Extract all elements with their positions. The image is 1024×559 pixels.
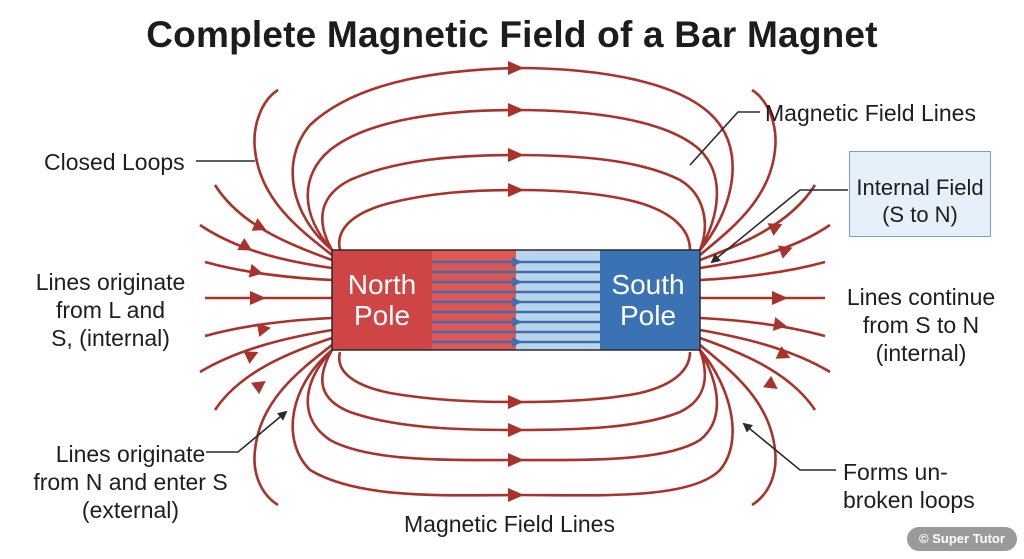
- field-loop-top-1b: [514, 66, 734, 251]
- arrow-axis-left: [250, 291, 266, 305]
- field-loop-top-2: [306, 108, 719, 251]
- label-field-lines-bottom: Magnetic Field Lines: [404, 511, 615, 537]
- arrow-bottom-3: [508, 423, 524, 437]
- arrow-left-c: [248, 263, 263, 278]
- label-right-middle: Lines continue from S to N (internal): [846, 284, 996, 366]
- south-pole-label: South Pole: [611, 269, 685, 331]
- internal-field-legend: [849, 151, 991, 237]
- field-loop-bottom-4: [337, 351, 692, 404]
- arrow-left-e: [243, 351, 259, 364]
- field-loop-left-outer-7: [199, 328, 333, 374]
- field-loop-left-outer-4: [204, 260, 333, 282]
- field-loop-left-outer-3: [199, 223, 333, 270]
- label-field-lines-top: Magnetic Field Lines: [765, 100, 976, 126]
- field-loop-left-outer-2: [213, 184, 333, 262]
- bar-magnet: [331, 249, 701, 351]
- field-loop-right-outer-6: [699, 336, 817, 411]
- arrow-left-a: [251, 218, 267, 231]
- arrow-axis-right: [772, 291, 788, 305]
- arrow-bottom-2: [508, 453, 524, 467]
- arrow-right-d: [775, 346, 791, 359]
- arrow-bottom-4: [508, 395, 524, 409]
- arrow-right-b: [777, 245, 793, 259]
- field-loop-right-outer-7: [699, 328, 831, 374]
- field-loop-top-3: [321, 153, 707, 251]
- legend-text: Internal Field (S to N): [856, 175, 984, 227]
- label-left-bottom: Lines originate from N and enter S (exte…: [33, 441, 228, 523]
- leader-left-bottom: [206, 410, 288, 453]
- label-closed-loops: Closed Loops: [44, 149, 185, 175]
- leader-field-lines-top: [689, 111, 760, 166]
- arrow-right-c: [772, 317, 787, 331]
- internal-arrow: [512, 257, 522, 267]
- leader-internal-field: [710, 189, 848, 264]
- internal-arrow: [512, 297, 522, 307]
- north-striped-section: [432, 250, 516, 350]
- leader-right-bottom: [742, 422, 836, 471]
- south-striped-section: [516, 250, 600, 350]
- field-loop-top-1: [291, 66, 516, 251]
- arrow-top-3: [508, 148, 524, 162]
- field-loop-top-4: [337, 188, 692, 251]
- leader-lines: [196, 111, 848, 471]
- field-loop-bottom-1: [291, 349, 734, 497]
- field-loop-left-outer-8: [204, 316, 333, 338]
- label-right-bottom: Forms un- broken loops: [843, 459, 975, 513]
- upper-field-loops: [199, 66, 831, 282]
- arrow-top-4: [508, 183, 524, 197]
- north-pole-label: North Pole: [347, 269, 417, 331]
- field-loop-right-outer-1: [699, 88, 777, 256]
- arrow-left-d: [256, 323, 271, 337]
- field-loop-left-outer-5: [253, 343, 333, 507]
- arrow-right-e: [763, 375, 778, 390]
- field-loop-right-outer-5: [699, 344, 777, 507]
- magnet-outline: [331, 249, 701, 351]
- arrow-top-1: [508, 61, 524, 75]
- arrow-left-f: [251, 380, 266, 395]
- field-loop-left-outer-6: [213, 336, 333, 411]
- arrow-right-a: [767, 223, 783, 236]
- arrow-top-2: [508, 103, 524, 117]
- field-loop-right-outer-8: [699, 316, 826, 338]
- diagram-title: Complete Magnetic Field of a Bar Magnet: [146, 14, 878, 55]
- field-arrowheads: [237, 61, 793, 502]
- label-left-middle: Lines originate from L and S, (internal): [35, 269, 186, 351]
- watermark-badge: © Super Tutor: [907, 527, 1017, 551]
- south-pole-block: [600, 250, 700, 350]
- internal-arrow: [512, 277, 522, 287]
- internal-arrow: [512, 317, 522, 327]
- arrow-left-b: [237, 237, 253, 251]
- arrow-bottom-1: [508, 488, 524, 502]
- internal-arrow: [512, 337, 522, 347]
- field-loop-right-outer-3: [699, 223, 831, 270]
- internal-arrowheads: [512, 257, 522, 347]
- field-loop-right-outer-4: [699, 260, 826, 282]
- field-loop-left-outer-1: [253, 88, 333, 257]
- north-pole-block: [332, 250, 432, 350]
